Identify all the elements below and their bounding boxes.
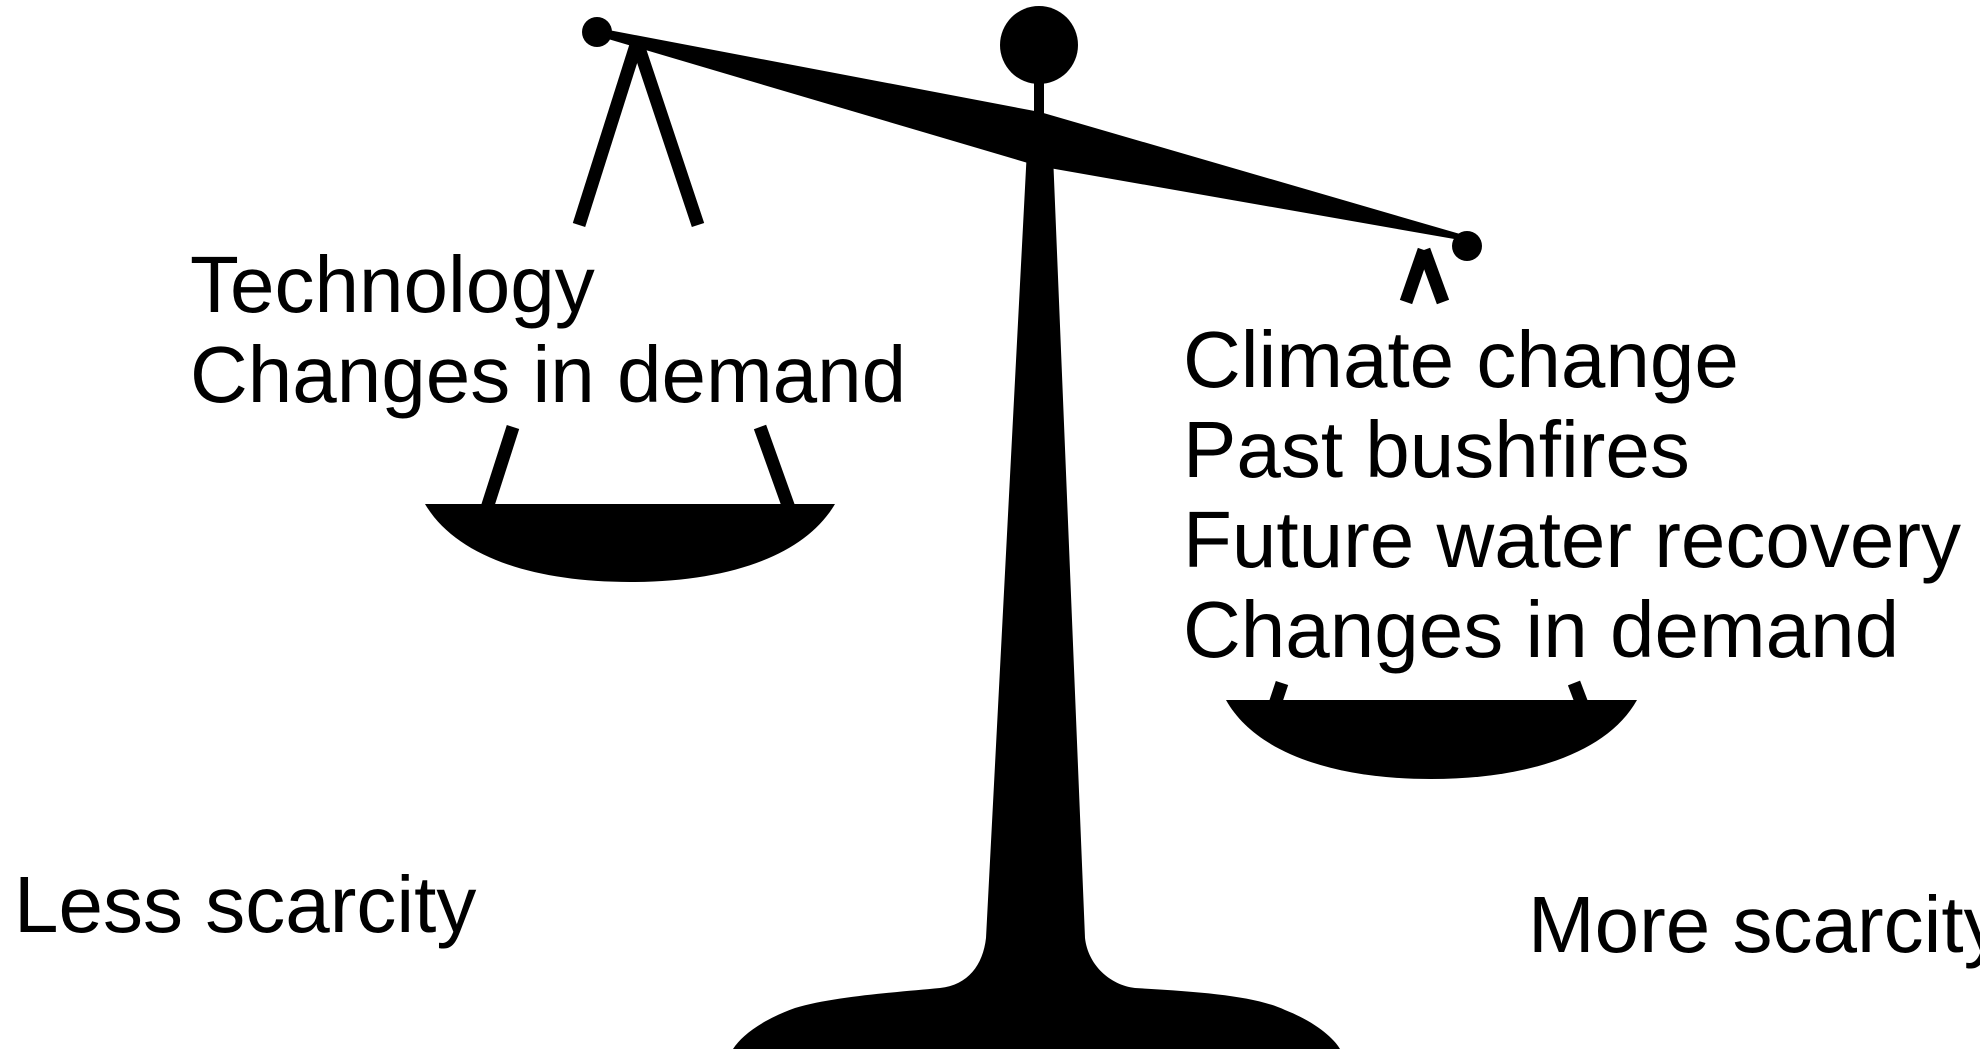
right-pan-item: Climate change xyxy=(1183,315,1739,404)
right-pan-item: Changes in demand xyxy=(1183,585,1900,674)
left-pan-item: Changes in demand xyxy=(190,330,907,419)
left-hanger-lower-left xyxy=(480,425,520,510)
left-pan-items: Technology Changes in demand xyxy=(190,240,906,420)
right-pan-item: Past bushfires xyxy=(1183,405,1690,494)
scale-beam xyxy=(598,28,1460,240)
beam-right-knob xyxy=(1452,231,1482,261)
more-scarcity-label: More scarcity xyxy=(1528,880,1980,969)
fulcrum-knob xyxy=(1000,6,1078,84)
central-post xyxy=(733,130,1340,1049)
right-hanger-upper-right xyxy=(1417,247,1450,305)
left-pan-item: Technology xyxy=(190,240,595,329)
left-hanger-upper-right xyxy=(630,39,705,228)
left-hanger-upper-left xyxy=(572,40,644,227)
left-pan xyxy=(425,504,835,582)
right-pan-items: Climate change Past bushfires Future wat… xyxy=(1183,315,1961,675)
post-neck xyxy=(1034,78,1044,128)
left-hanger-lower-right xyxy=(753,424,796,511)
right-pan xyxy=(1226,700,1637,779)
beam-left-knob xyxy=(582,17,612,47)
right-pan-item: Future water recovery xyxy=(1183,495,1962,584)
less-scarcity-label: Less scarcity xyxy=(14,860,477,949)
